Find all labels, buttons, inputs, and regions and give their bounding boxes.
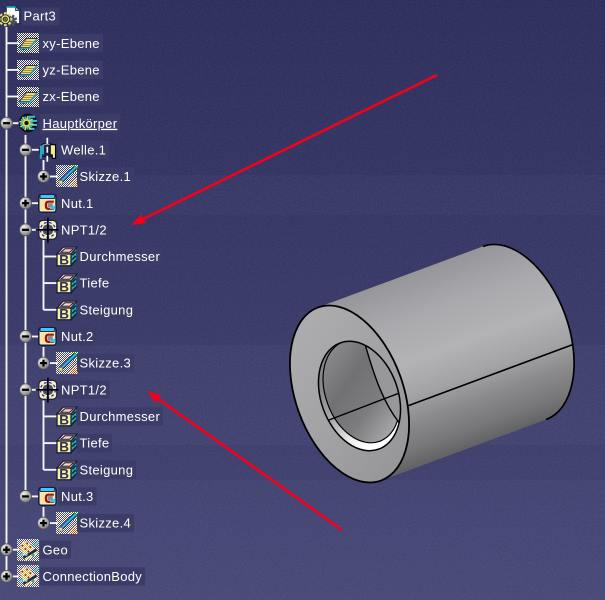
svg-text:NPT1/2: NPT1/2 [61, 222, 107, 237]
svg-text:ConnectionBody: ConnectionBody [43, 569, 143, 584]
svg-text:Geo: Geo [43, 542, 68, 557]
svg-text:B: B [59, 413, 69, 428]
svg-text:zx-Ebene: zx-Ebene [43, 89, 100, 104]
svg-text:Skizze.3: Skizze.3 [80, 356, 132, 371]
svg-text:NPT1/2: NPT1/2 [61, 382, 107, 397]
svg-text:Steigung: Steigung [80, 462, 134, 477]
svg-text:Steigung: Steigung [80, 302, 134, 317]
svg-text:Nut.3: Nut.3 [61, 489, 94, 504]
svg-text:yz-Ebene: yz-Ebene [43, 63, 100, 78]
svg-text:B: B [59, 467, 69, 482]
svg-text:Part3: Part3 [24, 9, 57, 24]
svg-text:Nut.1: Nut.1 [61, 196, 94, 211]
svg-text:B: B [59, 280, 69, 295]
svg-text:B: B [59, 253, 69, 268]
svg-text:Durchmesser: Durchmesser [80, 249, 161, 264]
svg-text:Welle.1: Welle.1 [61, 142, 106, 157]
svg-text:Tiefe: Tiefe [80, 276, 110, 291]
svg-text:Skizze.1: Skizze.1 [80, 169, 132, 184]
svg-text:Durchmesser: Durchmesser [80, 409, 161, 424]
svg-text:Tiefe: Tiefe [80, 436, 110, 451]
svg-text:Nut.2: Nut.2 [61, 329, 94, 344]
svg-text:B: B [59, 307, 69, 322]
svg-text:Hauptkörper: Hauptkörper [43, 116, 118, 131]
svg-text:xy-Ebene: xy-Ebene [43, 36, 100, 51]
svg-text:B: B [59, 440, 69, 455]
svg-text:Skizze.4: Skizze.4 [80, 516, 132, 531]
